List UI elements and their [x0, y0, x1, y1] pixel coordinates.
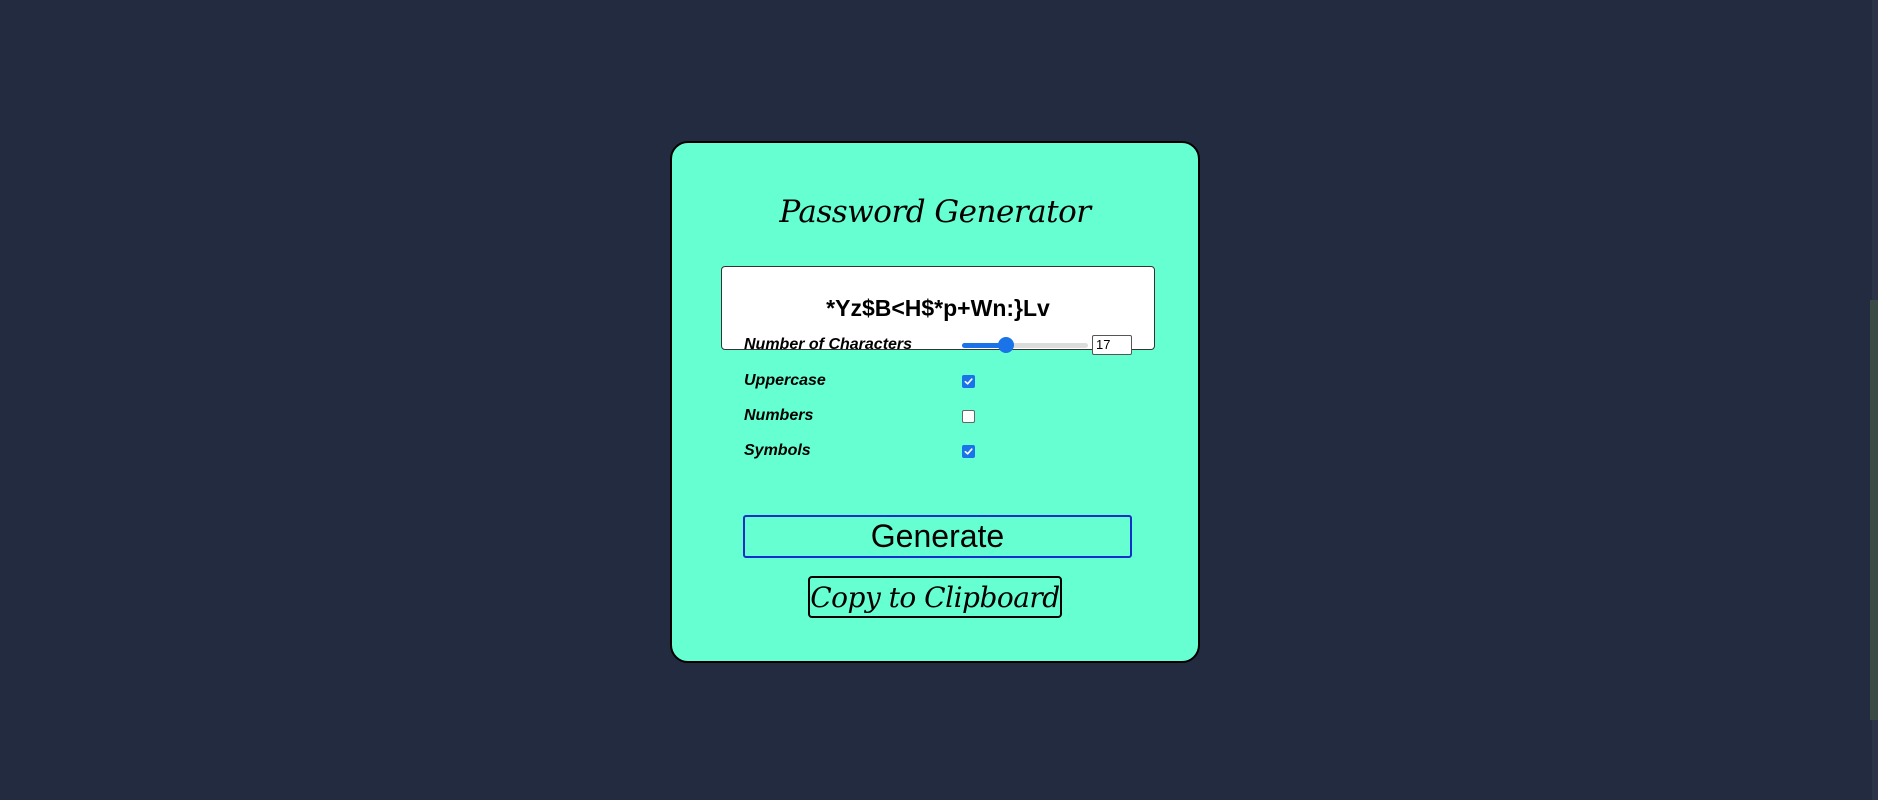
slider-thumb[interactable]: [998, 337, 1015, 353]
numbers-label: Numbers: [744, 407, 814, 424]
copy-to-clipboard-button[interactable]: Copy to Clipboard: [808, 576, 1062, 618]
uppercase-checkbox[interactable]: [962, 374, 975, 388]
page-title: Password Generator: [779, 194, 1091, 230]
length-label: Number of Characters: [744, 336, 913, 353]
length-slider[interactable]: [962, 337, 1088, 353]
password-output[interactable]: *Yz$B<H$*p+Wn:}Lv: [721, 266, 1155, 350]
uppercase-option-row: Uppercase: [744, 369, 1144, 393]
slider-track: [962, 343, 1088, 348]
symbols-checkbox[interactable]: [962, 444, 975, 458]
symbols-label: Symbols: [744, 442, 811, 459]
slider-fill: [962, 343, 1007, 348]
length-number-input[interactable]: 17: [1092, 335, 1132, 355]
length-option-row: Number of Characters 17: [744, 333, 1144, 357]
uppercase-label: Uppercase: [744, 372, 826, 389]
adjacent-window-edge: [1870, 300, 1878, 720]
symbols-option-row: Symbols: [744, 439, 1144, 463]
password-generator-card: Password Generator *Yz$B<H$*p+Wn:}Lv Num…: [670, 141, 1200, 663]
generate-button[interactable]: Generate: [743, 515, 1132, 558]
numbers-option-row: Numbers: [744, 404, 1144, 428]
numbers-checkbox[interactable]: [962, 409, 975, 423]
